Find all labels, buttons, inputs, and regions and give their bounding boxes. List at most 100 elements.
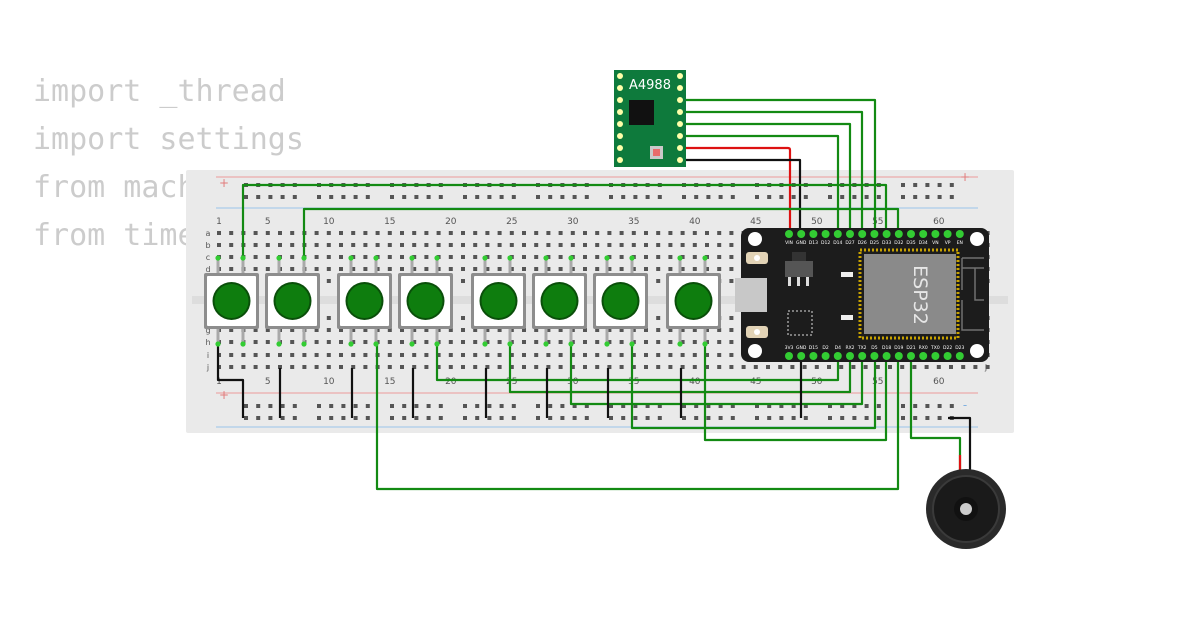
esp32-pin-label: D13 bbox=[809, 240, 818, 246]
row-letter-label: b bbox=[205, 241, 210, 250]
breadboard-hole bbox=[595, 340, 600, 344]
rail-hole bbox=[268, 195, 273, 199]
driver-pin bbox=[677, 109, 683, 115]
breadboard-hole bbox=[570, 231, 575, 235]
rail-hole bbox=[803, 416, 808, 420]
wire-buzzer-signal[interactable] bbox=[909, 356, 962, 470]
rail-hole bbox=[475, 416, 480, 420]
button-cap[interactable] bbox=[347, 284, 382, 318]
breadboard-hole bbox=[485, 267, 490, 271]
breadboard-hole bbox=[461, 365, 465, 369]
wire-driver-signal-2[interactable] bbox=[680, 110, 864, 235]
wire-driver-vmot[interactable] bbox=[680, 146, 792, 235]
rail-hole bbox=[840, 195, 845, 199]
breadboard-hole bbox=[229, 231, 234, 235]
rail-hole bbox=[426, 404, 431, 408]
button-cap[interactable] bbox=[542, 284, 577, 318]
breadboard-hole bbox=[631, 340, 636, 344]
breadboard-hole bbox=[668, 255, 673, 259]
button-cap[interactable] bbox=[408, 284, 443, 318]
breadboard-hole bbox=[619, 231, 624, 235]
rail-hole bbox=[694, 404, 699, 408]
wire-button-5[interactable] bbox=[569, 343, 864, 406]
rail-hole bbox=[341, 416, 346, 420]
breadboard-hole bbox=[668, 243, 673, 247]
breadboard-hole bbox=[973, 365, 978, 369]
breadboard-hole bbox=[546, 267, 551, 271]
wire-driver-signal-4[interactable] bbox=[680, 134, 840, 235]
rail-hole bbox=[876, 416, 881, 420]
rail-hole bbox=[657, 404, 662, 408]
push-button[interactable] bbox=[471, 255, 526, 347]
pin-indicator bbox=[240, 341, 246, 347]
esp32-header-pins bbox=[785, 230, 964, 360]
usb-port[interactable] bbox=[735, 278, 767, 312]
wire-gnd-jumper[interactable] bbox=[216, 343, 245, 418]
wire-button-7[interactable] bbox=[703, 343, 888, 442]
wire-button-top-2[interactable] bbox=[302, 207, 900, 258]
breadboard-hole bbox=[766, 365, 770, 369]
push-button[interactable] bbox=[265, 255, 320, 347]
wire-driver-signal-1[interactable] bbox=[680, 98, 877, 235]
push-button[interactable] bbox=[532, 255, 587, 347]
usb-uart-chip bbox=[787, 310, 813, 336]
breadboard-hole bbox=[497, 328, 502, 332]
push-button[interactable] bbox=[204, 255, 259, 347]
breadboard-hole bbox=[522, 353, 526, 357]
rail-hole bbox=[633, 404, 638, 408]
breadboard-hole bbox=[680, 353, 685, 357]
push-button[interactable] bbox=[337, 255, 392, 347]
rail-hole bbox=[438, 195, 443, 199]
breadboard-hole bbox=[607, 267, 612, 271]
esp32-pin-label: D4 bbox=[835, 345, 841, 351]
pin-indicator bbox=[507, 255, 513, 261]
rail-hole bbox=[536, 195, 540, 199]
push-button[interactable] bbox=[593, 255, 648, 347]
push-button[interactable] bbox=[666, 255, 721, 347]
esp32-pin bbox=[919, 352, 928, 360]
rail-hole bbox=[755, 404, 759, 408]
breadboard-hole bbox=[509, 353, 514, 357]
breadboard-hole bbox=[668, 365, 673, 369]
breadboard-hole bbox=[619, 243, 624, 247]
breadboard-hole bbox=[217, 243, 221, 247]
wire-buzzer-gnd[interactable] bbox=[948, 416, 972, 470]
a4988-driver[interactable]: A4988 bbox=[614, 70, 686, 167]
breadboard-hole bbox=[241, 353, 246, 357]
button-cap[interactable] bbox=[214, 284, 249, 318]
wire-driver-signal-3[interactable] bbox=[680, 122, 852, 235]
wire-button-8[interactable] bbox=[375, 343, 900, 491]
push-button[interactable] bbox=[398, 255, 453, 347]
rail-hole bbox=[584, 416, 589, 420]
breadboard-hole bbox=[729, 255, 734, 259]
column-number-label: 40 bbox=[689, 377, 701, 387]
rail-hole bbox=[937, 183, 942, 187]
breadboard-hole bbox=[290, 353, 295, 357]
push-buttons[interactable] bbox=[204, 255, 721, 347]
esp32-pin-label: D26 bbox=[858, 240, 867, 246]
pin-indicator bbox=[409, 341, 415, 347]
rail-hole bbox=[548, 416, 553, 420]
piezo-buzzer[interactable] bbox=[926, 469, 1006, 549]
breadboard-hole bbox=[534, 231, 539, 235]
wires[interactable] bbox=[216, 98, 972, 491]
button-cap[interactable] bbox=[481, 284, 516, 318]
rail-hole bbox=[317, 416, 321, 420]
esp32-pin-label: D23 bbox=[955, 345, 964, 351]
breadboard-hole bbox=[644, 353, 648, 357]
breadboard-hole bbox=[363, 353, 368, 357]
wire-button-3[interactable] bbox=[435, 343, 840, 382]
button-cap[interactable] bbox=[676, 284, 711, 318]
breadboard-hole bbox=[314, 243, 319, 247]
wire-button-6[interactable] bbox=[630, 343, 877, 430]
esp32-pin-label: RX2 bbox=[845, 345, 854, 351]
breadboard-hole bbox=[278, 353, 282, 357]
breadboard-hole bbox=[570, 267, 575, 271]
button-cap[interactable] bbox=[275, 284, 310, 318]
breadboard-hole bbox=[253, 328, 258, 332]
breadboard-hole bbox=[424, 328, 429, 332]
button-cap[interactable] bbox=[603, 284, 638, 318]
rail-hole bbox=[840, 416, 845, 420]
